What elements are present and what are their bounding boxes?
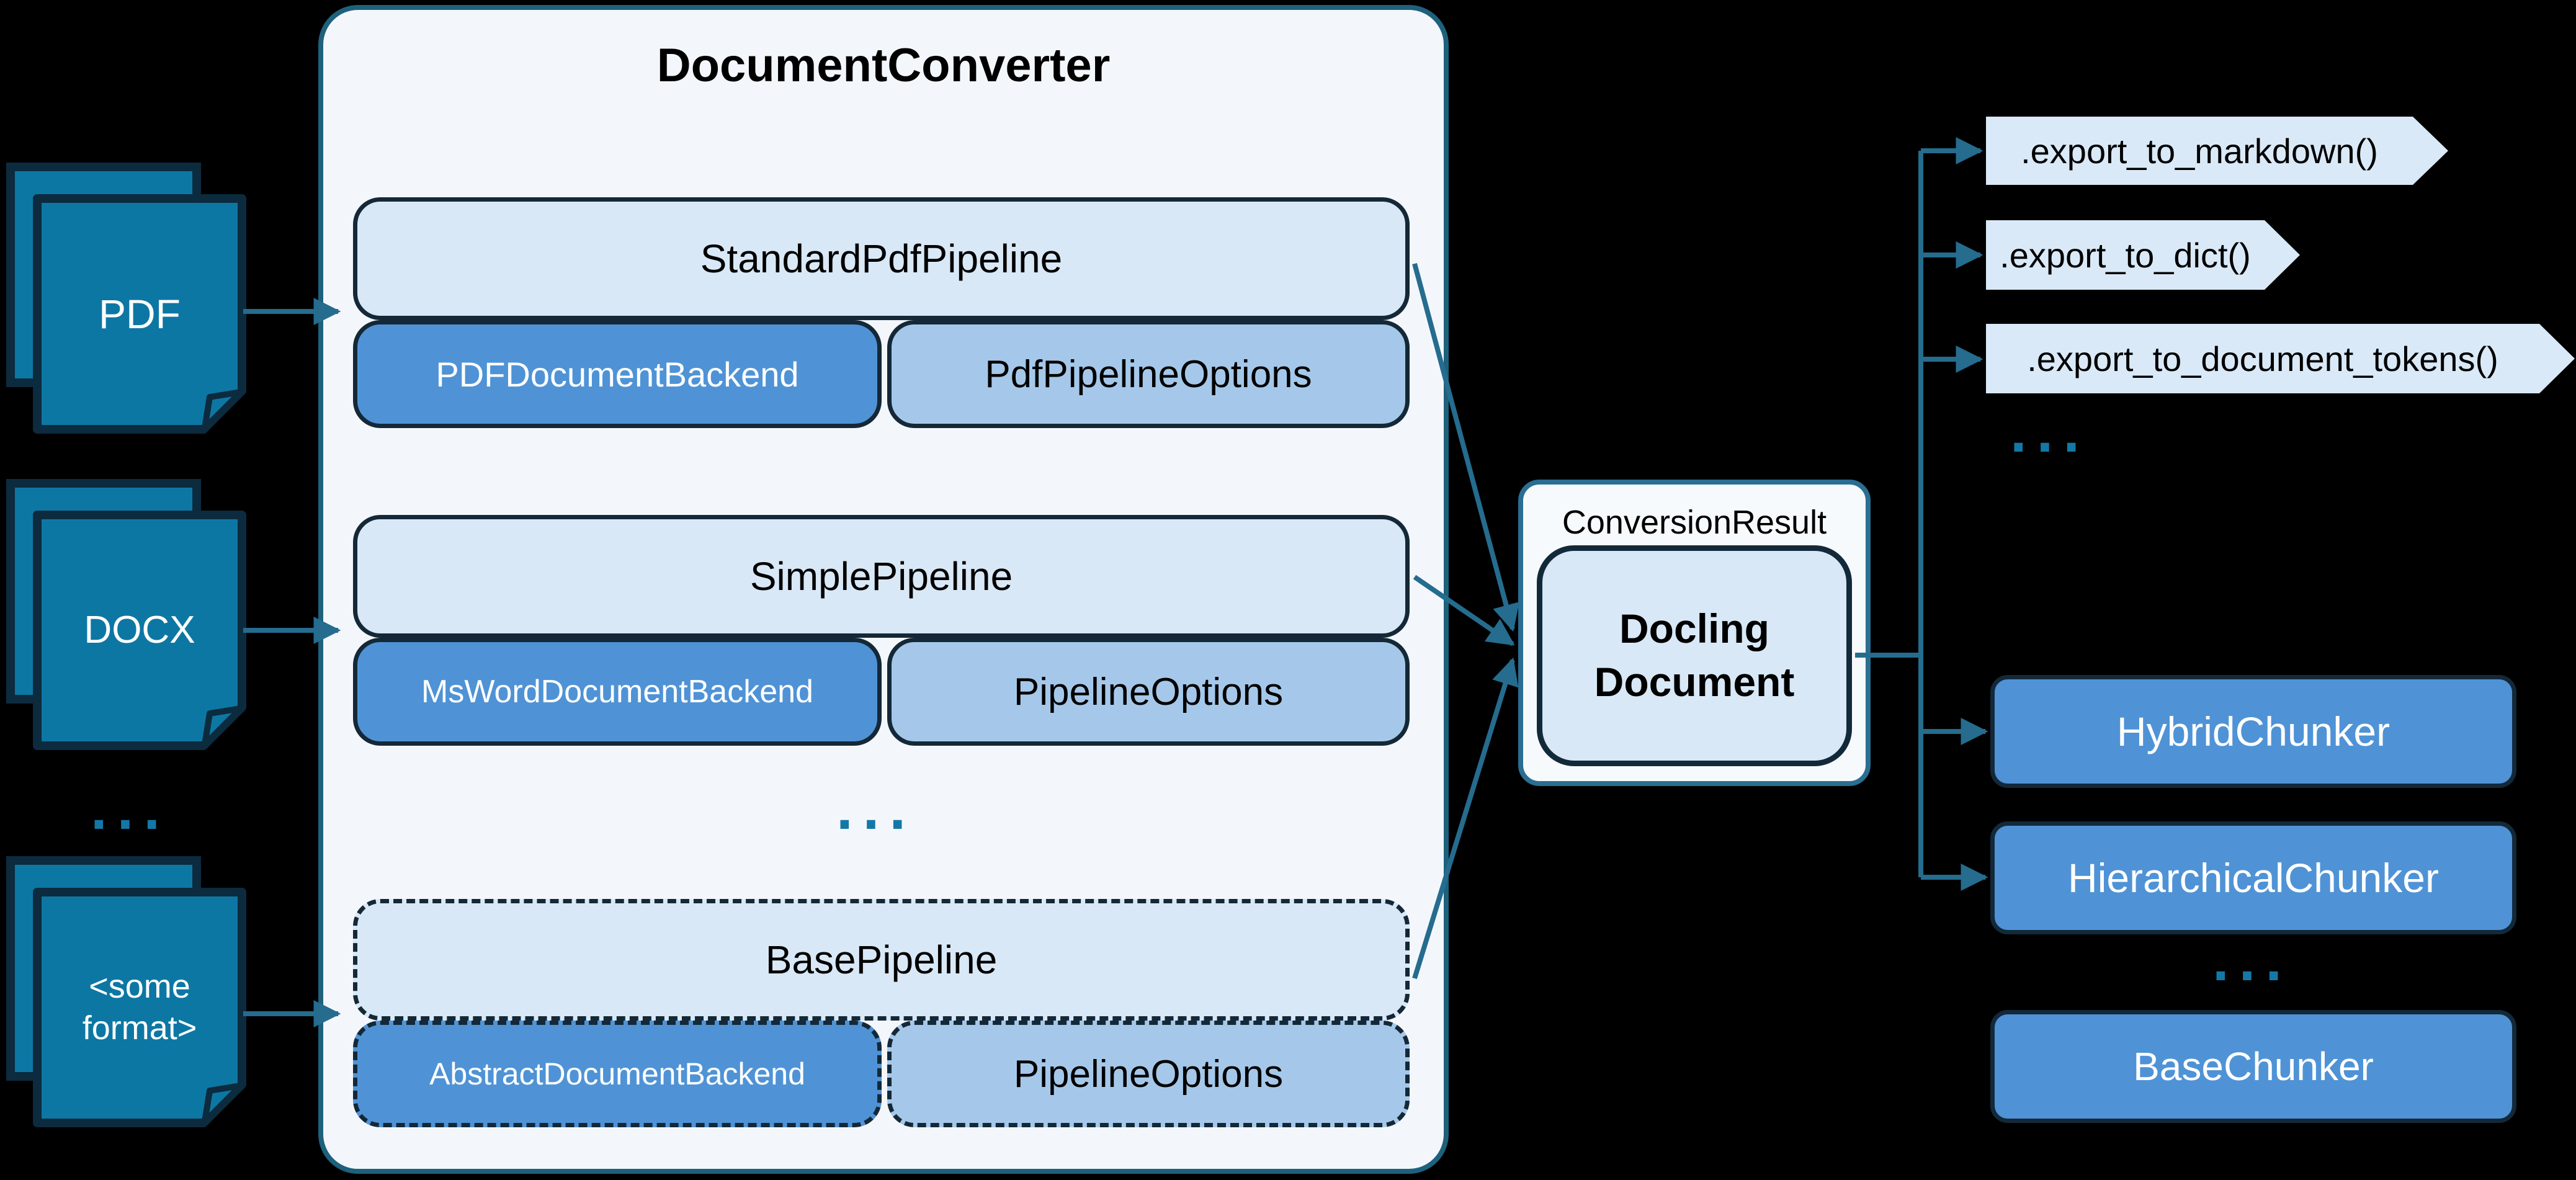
pipeline-name: StandardPdfPipeline <box>700 236 1063 281</box>
document-stack-icon <box>6 479 246 750</box>
chunker-name: BaseChunker <box>2133 1044 2374 1089</box>
options-name: PipelineOptions <box>1013 670 1284 713</box>
simple-pipeline-box: SimplePipeline <box>353 515 1410 638</box>
pdf-documents-icon: PDF <box>6 163 254 436</box>
some-format-line2: format> <box>82 1009 197 1047</box>
standard-pdf-pipeline-box: StandardPdfPipeline <box>353 197 1410 320</box>
export-to-dict-chevron: .export_to_dict() <box>1986 220 2300 290</box>
export-to-markdown-chevron: .export_to_markdown() <box>1986 117 2448 185</box>
pdf-pipeline-options-box: PdfPipelineOptions <box>887 320 1410 428</box>
pipelines-ellipsis: ... <box>836 775 916 842</box>
options-name: PipelineOptions <box>1013 1052 1284 1096</box>
docx-documents-icon: DOCX <box>6 479 254 752</box>
pipeline-name: SimplePipeline <box>749 554 1013 599</box>
options-name: PdfPipelineOptions <box>985 352 1312 396</box>
pipeline-options-box: PipelineOptions <box>887 638 1410 746</box>
docling-line1: Docling <box>1619 606 1769 652</box>
docx-label: DOCX <box>84 609 195 652</box>
document-converter-box: DocumentConverter StandardPdfPipeline PD… <box>318 5 1449 1174</box>
chunker-name: HierarchicalChunker <box>2068 855 2439 901</box>
some-format-label: <some format> <box>37 892 242 1123</box>
base-chunker-box: BaseChunker <box>1990 1010 2516 1123</box>
hierarchical-chunker-box: HierarchicalChunker <box>1990 821 2516 934</box>
pdf-document-backend-box: PDFDocumentBackend <box>353 320 882 428</box>
docling-line2: Document <box>1594 659 1795 705</box>
conversion-result-label: ConversionResult <box>1562 504 1827 541</box>
document-stack-icon <box>6 856 246 1127</box>
base-pipeline-options-box: PipelineOptions <box>887 1021 1410 1127</box>
export-method-label: .export_to_document_tokens() <box>2027 339 2498 378</box>
inputs-ellipsis: ... <box>90 775 170 842</box>
conversion-result-box: ConversionResult Docling Document <box>1518 480 1871 786</box>
some-format-line1: <some <box>89 967 190 1005</box>
hybrid-chunker-box: HybridChunker <box>1990 675 2516 788</box>
backend-name: AbstractDocumentBackend <box>429 1057 805 1091</box>
base-pipeline-box: BasePipeline <box>353 899 1410 1021</box>
docling-document-box: Docling Document <box>1537 545 1852 766</box>
backend-name: MsWordDocumentBackend <box>421 674 813 710</box>
pipeline-name: BasePipeline <box>765 937 998 982</box>
export-to-document-tokens-chevron: .export_to_document_tokens() <box>1986 324 2575 393</box>
pdf-label: PDF <box>99 290 181 337</box>
export-method-label: .export_to_markdown() <box>2021 131 2378 171</box>
abstract-document-backend-box: AbstractDocumentBackend <box>353 1021 882 1127</box>
converter-title: DocumentConverter <box>656 38 1111 92</box>
backend-name: PDFDocumentBackend <box>436 354 799 394</box>
chunker-name: HybridChunker <box>2116 708 2390 754</box>
chunkers-ellipsis: ... <box>2212 927 2292 993</box>
msword-document-backend-box: MsWordDocumentBackend <box>353 638 882 746</box>
export-method-label: .export_to_dict() <box>2000 235 2251 275</box>
document-stack-icon <box>6 163 246 434</box>
some-format-documents-icon: <some format> <box>6 856 254 1129</box>
exports-ellipsis: ... <box>2010 398 2090 465</box>
